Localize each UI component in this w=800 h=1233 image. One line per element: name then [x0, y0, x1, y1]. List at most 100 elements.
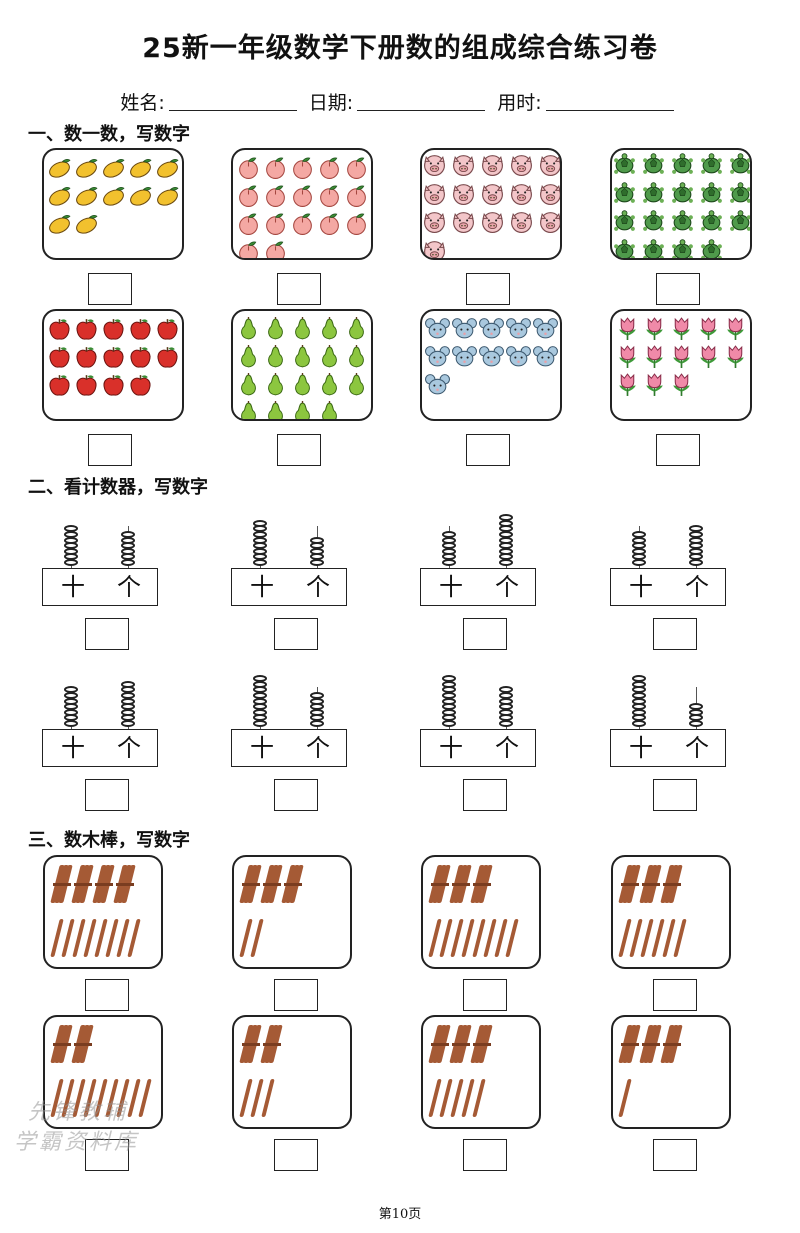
tulip-icon [669, 316, 696, 344]
picture-box-pig [420, 148, 562, 260]
answer-box[interactable] [88, 273, 132, 305]
stick-bundle [239, 1023, 262, 1065]
counter-frame: 十个 [42, 729, 158, 767]
bead [499, 686, 513, 694]
bead [689, 720, 703, 727]
tulip-icon [723, 316, 750, 344]
stick-bundle [50, 1023, 73, 1065]
answer-box[interactable] [274, 779, 318, 811]
tens-label: 十 [61, 573, 85, 601]
bundle-tie [473, 1043, 491, 1046]
section-1-heading: 一、数一数，写数字 [28, 124, 190, 145]
single-stick [472, 1079, 486, 1117]
answer-box[interactable] [653, 1139, 697, 1171]
bundle-tie [621, 1043, 639, 1046]
bead [310, 692, 324, 699]
turtle-icon [670, 238, 699, 258]
answer-box[interactable] [466, 434, 510, 466]
answer-box[interactable] [656, 273, 700, 305]
time-field[interactable] [545, 92, 674, 111]
turtle-icon [641, 181, 670, 210]
single-stick [138, 1079, 152, 1117]
counter-frame: 十个 [231, 729, 347, 767]
pear-icon [263, 400, 290, 419]
turtle-icon [641, 152, 670, 181]
bead [442, 720, 456, 727]
bundle-tie [621, 883, 639, 886]
answer-box[interactable] [653, 979, 697, 1011]
bead [689, 559, 703, 566]
bundle-tie [263, 1043, 281, 1046]
single-stick [618, 1079, 632, 1117]
peach-icon [236, 211, 263, 239]
answer-box[interactable] [463, 979, 507, 1011]
tulip-icon [642, 344, 669, 372]
turtle-icon [699, 152, 728, 181]
bead [121, 559, 135, 566]
info-line: 姓名: 日期: 用时: [0, 88, 800, 115]
answer-box[interactable] [85, 618, 129, 650]
stick-box [43, 855, 163, 969]
answer-box[interactable] [88, 434, 132, 466]
mouse-icon [425, 344, 452, 372]
bundle-tie [431, 883, 449, 886]
mango-icon [155, 155, 182, 183]
bead [632, 559, 646, 566]
section-3-heading: 三、数木棒，写数字 [28, 830, 190, 851]
pig-icon [538, 181, 560, 210]
answer-box[interactable] [277, 434, 321, 466]
date-field[interactable] [357, 92, 486, 111]
mango-icon [74, 211, 101, 239]
bead [442, 559, 456, 566]
tens-label: 十 [61, 734, 85, 762]
bundle-tie [431, 1043, 449, 1046]
bundle-tie [284, 883, 302, 886]
turtle-icon [699, 209, 728, 238]
apple-icon [74, 344, 101, 372]
turtle-icon [728, 152, 750, 181]
stick-bundle [113, 863, 136, 905]
stick-box [232, 1015, 352, 1129]
answer-box[interactable] [653, 618, 697, 650]
answer-box[interactable] [466, 273, 510, 305]
pear-icon [290, 400, 317, 419]
answer-box[interactable] [85, 779, 129, 811]
answer-box[interactable] [85, 979, 129, 1011]
stick-box [611, 1015, 731, 1129]
pig-icon [451, 181, 480, 210]
bead [499, 692, 513, 699]
answer-box[interactable] [277, 273, 321, 305]
mouse-icon [479, 316, 506, 344]
mango-icon [128, 155, 155, 183]
name-field[interactable] [168, 92, 297, 111]
answer-box[interactable] [463, 1139, 507, 1171]
answer-box[interactable] [274, 979, 318, 1011]
answer-box[interactable] [274, 618, 318, 650]
mouse-icon [452, 316, 479, 344]
bead [499, 559, 513, 566]
stick-bundle [50, 863, 73, 905]
peach-icon [236, 239, 263, 258]
bundle-tie [242, 883, 260, 886]
answer-box[interactable] [85, 1139, 129, 1171]
answer-box[interactable] [463, 618, 507, 650]
turtle-icon [612, 209, 641, 238]
counter-frame: 十个 [42, 568, 158, 606]
picture-grid [47, 155, 182, 239]
answer-box[interactable] [653, 779, 697, 811]
date-label: 日期: [308, 92, 354, 114]
bead [632, 720, 646, 727]
bundle-tie [53, 883, 71, 886]
pig-icon [538, 209, 560, 238]
single-stick [505, 919, 519, 957]
answer-box[interactable] [656, 434, 700, 466]
watermark-line-1: 先锋教辅 [28, 1100, 129, 1125]
bead [310, 720, 324, 727]
single-stick [127, 919, 141, 957]
stick-bundle [660, 1023, 683, 1065]
pear-icon [263, 316, 290, 344]
answer-box[interactable] [274, 1139, 318, 1171]
mango-icon [101, 183, 128, 211]
answer-box[interactable] [463, 779, 507, 811]
stick-bundle [260, 1023, 283, 1065]
